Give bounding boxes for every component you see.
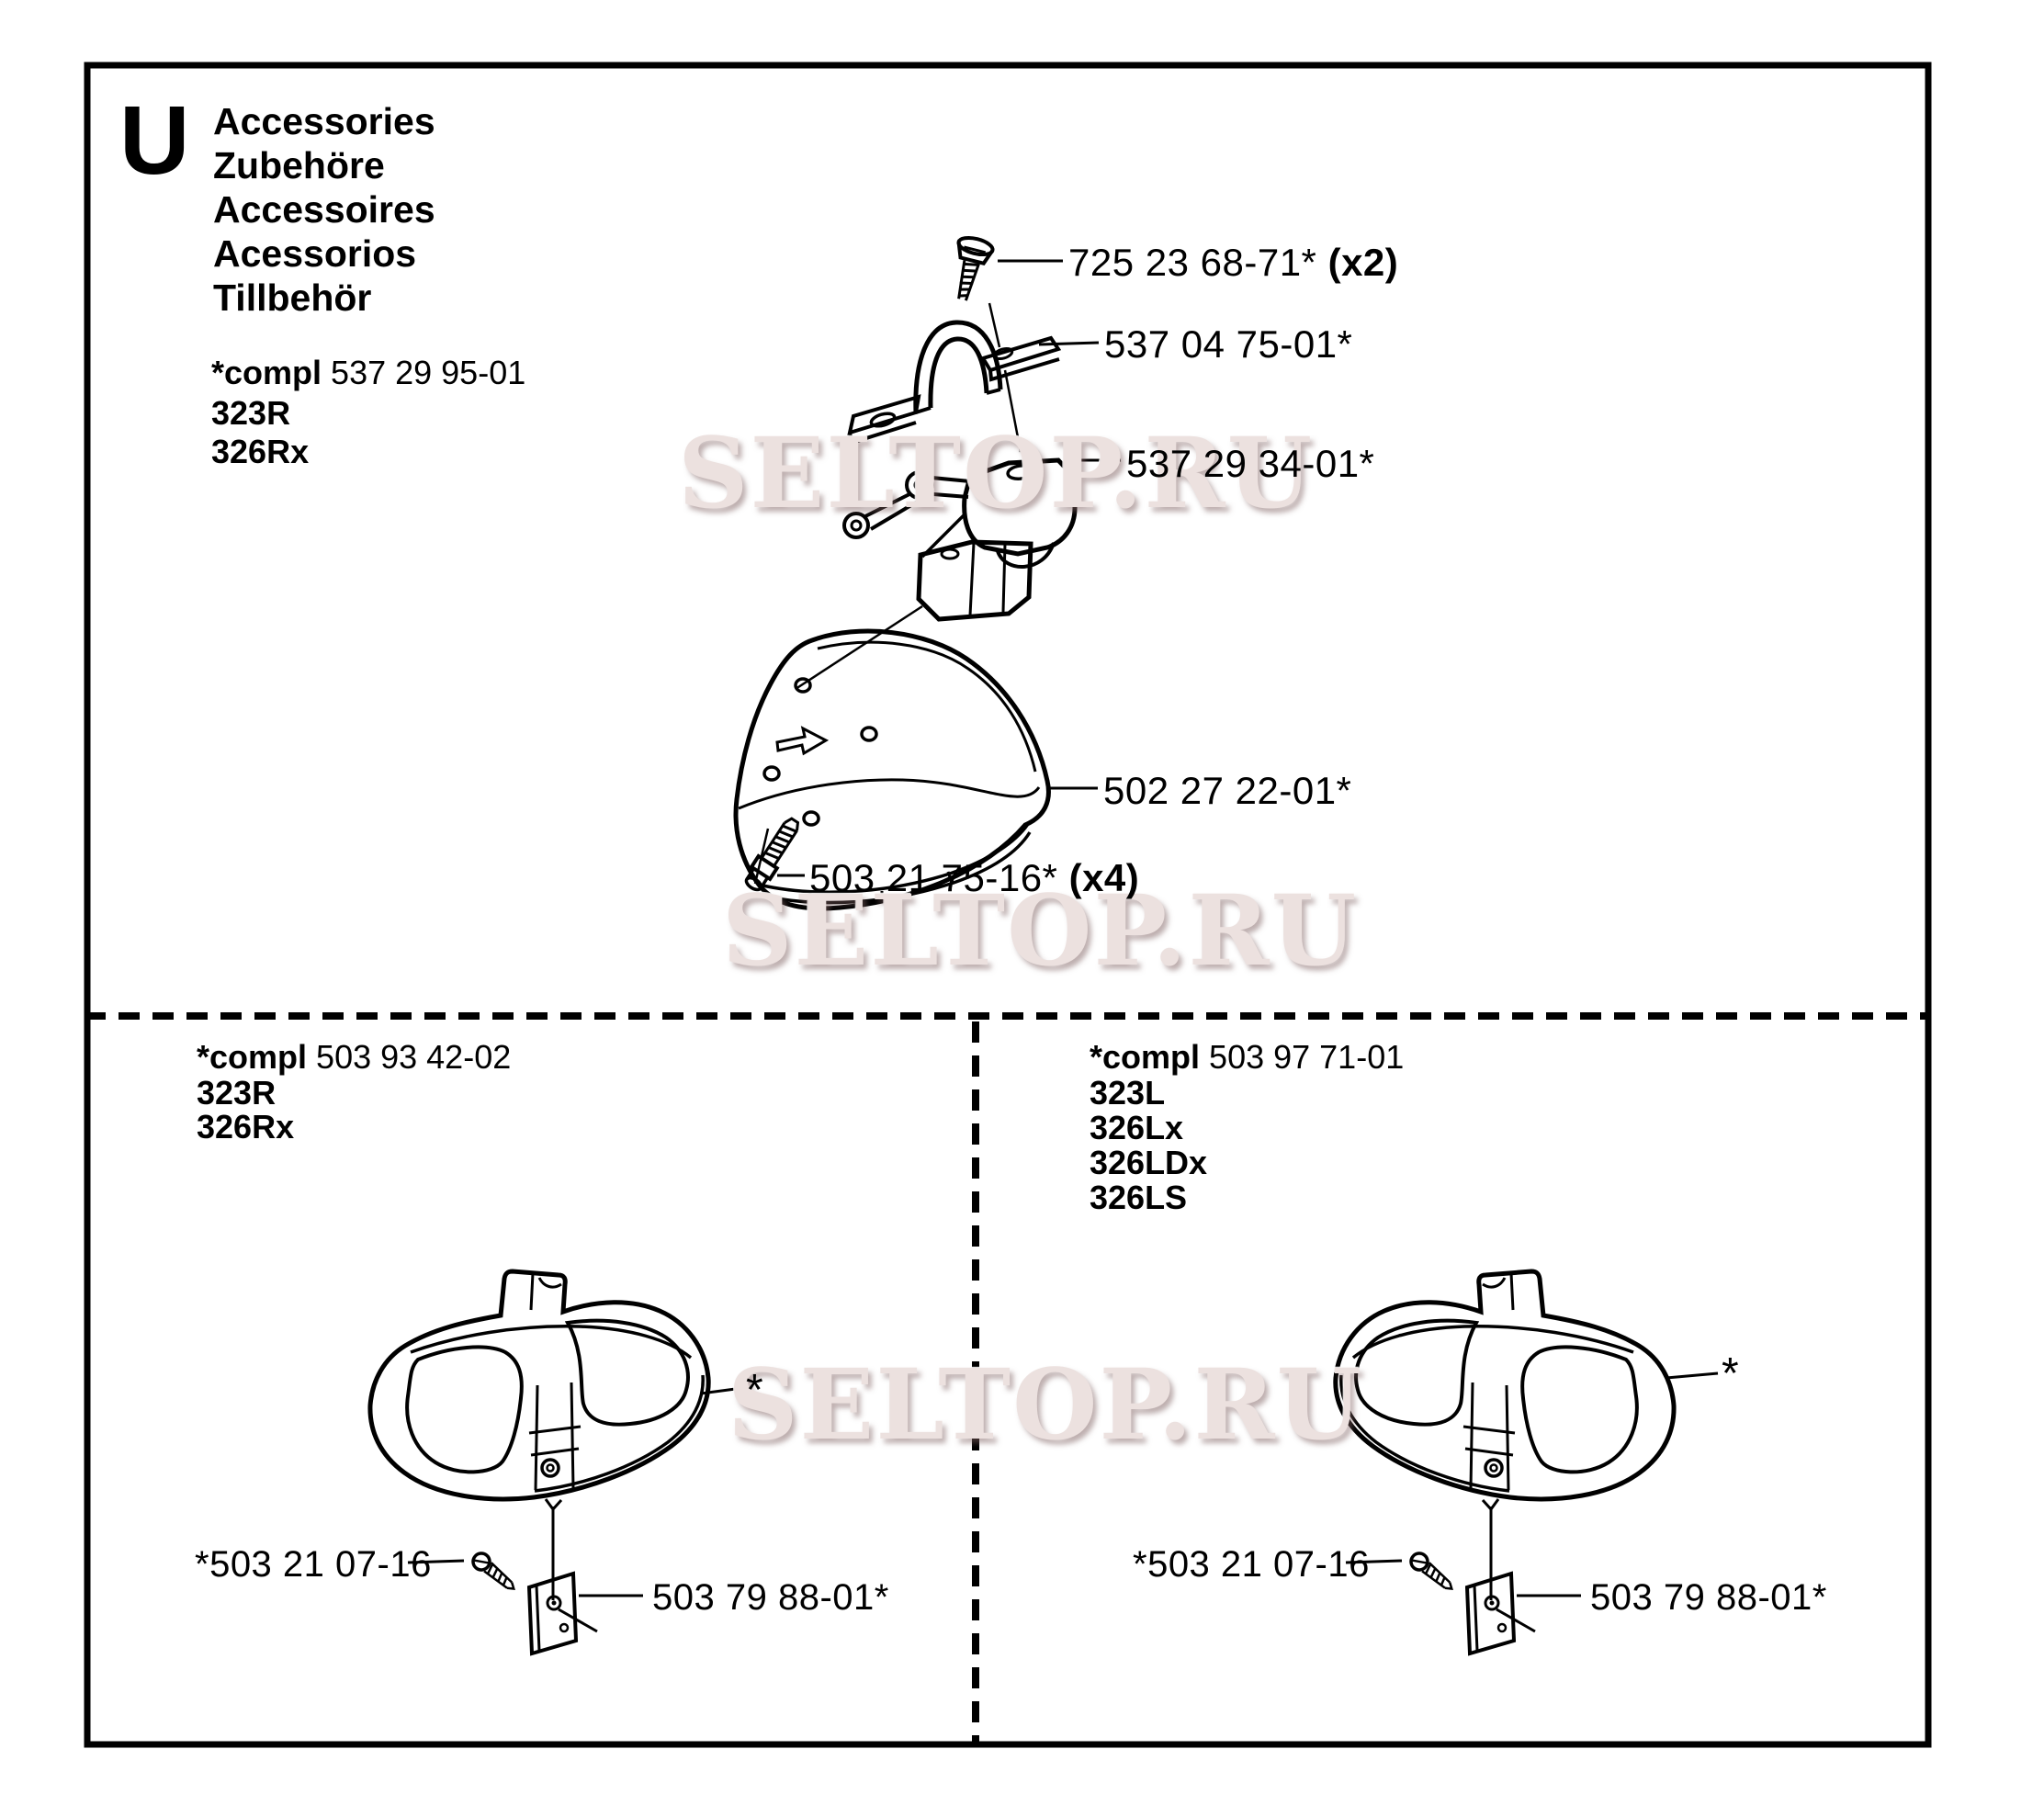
right-compl-prefix: *compl (1090, 1038, 1201, 1076)
left-compl-line: *compl 503 93 42-02 (197, 1041, 511, 1074)
label-screw-set: 503 21 75-16* (x4) (809, 856, 1139, 900)
title-accessories: Accessories (213, 100, 435, 142)
right-plate-label: 503 79 88-01* (1590, 1577, 1827, 1618)
left-guard-star-ref: * (746, 1366, 763, 1415)
right-compl-number: 503 97 71-01 (1209, 1038, 1405, 1076)
label-screw-top-qty: (x2) (1327, 241, 1399, 284)
lower-guard-drawing (367, 1269, 711, 1512)
label-bracket: 537 29 34-01* (1126, 442, 1375, 485)
plate-and-screw-drawing-right (1344, 1505, 1583, 1655)
left-plate-label: 503 79 88-01* (652, 1577, 889, 1618)
label-screw-top-number: 725 23 68-71* (1068, 241, 1317, 284)
right-model-4: 326LS (1090, 1179, 1188, 1216)
section-letter: U (119, 86, 190, 195)
watermark-middle: SELTOP.RU (722, 873, 1359, 988)
label-screw-set-number: 503 21 75-16* (809, 856, 1058, 899)
leader-right-guard-star (1666, 1371, 1719, 1380)
title-zubehore: Zubehöre (213, 144, 385, 186)
watermark-top: SELTOP.RU (678, 415, 1315, 530)
left-screw-label: *503 21 07-16 (195, 1544, 432, 1585)
leader-clamp (1038, 341, 1100, 346)
top-compl-number: 537 29 95-01 (331, 354, 526, 391)
screw-set-drawing (744, 817, 800, 892)
label-screw-set-qty: (x4) (1068, 856, 1140, 899)
plate-and-screw-drawing (407, 1507, 643, 1656)
top-model-1: 323R (211, 394, 291, 432)
top-compl-prefix: *compl (211, 354, 322, 391)
label-screw-top: 725 23 68-71* (x2) (1068, 241, 1398, 285)
right-guard-star-ref: * (1722, 1349, 1739, 1398)
left-model-1: 323R (197, 1074, 277, 1112)
title-tillbehor: Tillbehör (213, 276, 372, 319)
right-model-1: 323L (1090, 1074, 1166, 1112)
rotation-arrow-icon (775, 726, 830, 756)
leader-left-guard-star (700, 1386, 743, 1395)
left-compl-number: 503 93 42-02 (316, 1038, 512, 1076)
watermark-bottom: SELTOP.RU (728, 1347, 1364, 1462)
title-accessoires: Accessoires (213, 188, 435, 231)
top-compl-line: *compl 537 29 95-01 (211, 356, 525, 389)
title-acessorios: Acessorios (213, 232, 417, 275)
label-clamp: 537 04 75-01* (1104, 322, 1353, 366)
right-model-2: 326Lx (1090, 1109, 1184, 1146)
right-screw-label: *503 21 07-16 (1133, 1544, 1370, 1585)
page-border (84, 62, 1932, 1748)
lower-guard-drawing-right (1336, 1271, 1674, 1509)
top-screw-drawing (956, 235, 1001, 348)
clamp-drawing (847, 320, 1062, 453)
right-model-3: 326LDx (1090, 1144, 1208, 1181)
section-dividers (85, 1012, 1931, 1744)
label-guard: 502 27 22-01* (1103, 769, 1352, 812)
left-model-2: 326Rx (197, 1108, 295, 1146)
top-guard-drawing (733, 628, 1051, 911)
top-model-2: 326Rx (211, 433, 310, 470)
bracket-drawing (795, 457, 1078, 691)
right-compl-line: *compl 503 97 71-01 (1090, 1041, 1404, 1074)
left-compl-prefix: *compl (197, 1038, 308, 1076)
